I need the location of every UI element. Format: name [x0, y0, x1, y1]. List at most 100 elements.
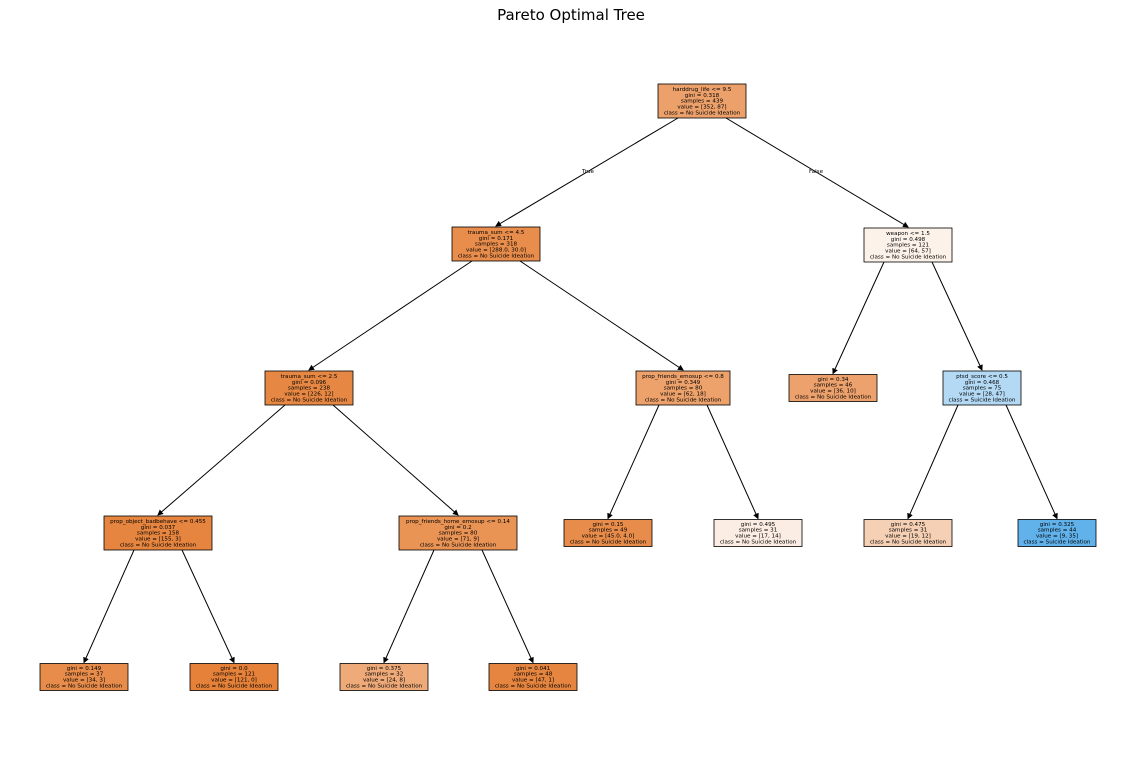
tree-node-line: gini = 0.468	[965, 380, 1000, 386]
tree-node-line: value = [71, 9]	[437, 537, 479, 543]
tree-node-line: gini = 0.349	[666, 380, 701, 386]
tree-node-line: samples = 32	[365, 672, 404, 678]
tree-node-box	[264, 370, 354, 406]
tree-node-line: prop_friends_home_emosup <= 0.14	[406, 519, 510, 525]
tree-node-line: value = [288.0, 30.0]	[466, 248, 526, 254]
tree-node-line: samples = 37	[65, 672, 104, 678]
tree-node-line: samples = 318	[475, 242, 518, 248]
tree-node-box	[398, 515, 518, 551]
tree-node-line: samples = 80	[439, 531, 478, 537]
tree-node-box	[863, 227, 953, 263]
tree-node-line: value = [28, 47]	[959, 392, 1005, 398]
tree-node-line: gini = 0.34	[818, 377, 849, 383]
tree-node-line: gini = 0.495	[741, 522, 776, 528]
tree-node-line: class = No Suicide Ideation	[458, 253, 535, 259]
tree-node-line: gini = 0.318	[685, 93, 720, 99]
tree-edge	[481, 549, 534, 664]
tree-node-line: samples = 121	[887, 243, 930, 249]
tree-node-line: gini = 0.498	[891, 237, 926, 243]
tree-node-box	[39, 663, 129, 691]
tree-node-line: class = No Suicide Ideation	[664, 110, 741, 116]
tree-edge	[725, 117, 909, 228]
tree-node-box	[942, 370, 1022, 406]
tree-node-line: weapon <= 1.5	[886, 231, 930, 237]
tree-node-line: value = [9, 35]	[1036, 534, 1078, 540]
tree-edge	[181, 549, 235, 664]
tree-node-box	[488, 663, 578, 691]
tree-node-line: gini = 0.475	[891, 522, 926, 528]
true-branch-label: True	[581, 169, 594, 175]
tree-node-line: value = [36, 10]	[810, 389, 856, 395]
tree-node-box	[339, 663, 429, 691]
tree-node-line: samples = 31	[739, 528, 778, 534]
tree-node-line: ptsd_score <= 0.5	[956, 374, 1008, 380]
tree-node-line: value = [226, 12]	[284, 392, 333, 398]
tree-node-line: class = No Suicide Ideation	[420, 542, 497, 548]
tree-node-line: gini = 0.149	[67, 666, 102, 672]
tree-node-box	[563, 519, 653, 547]
tree-node-line: gini = 0.375	[367, 666, 402, 672]
tree-node-line: value = [121, 0]	[211, 678, 257, 684]
tree-node-line: value = [62, 18]	[660, 392, 706, 398]
tree-node-line: value = [47, 1]	[512, 678, 554, 684]
tree-node-line: class = No Suicide Ideation	[570, 540, 647, 546]
tree-node-box	[657, 83, 747, 119]
tree-node-line: trauma_sum <= 4.5	[468, 230, 525, 236]
tree-node-line: value = [19, 12]	[885, 534, 931, 540]
tree-node-line: samples = 48	[514, 672, 553, 678]
tree-node-line: gini = 0.096	[292, 380, 327, 386]
tree-edge	[1005, 404, 1058, 520]
tree-node-line: samples = 75	[963, 386, 1002, 392]
tree-node-line: samples = 80	[664, 386, 703, 392]
tree-node-line: gini = 0.171	[479, 236, 514, 242]
tree-node-line: class = No Suicide Ideation	[795, 395, 872, 401]
tree-node-line: gini = 0.15	[593, 522, 624, 528]
tree-node-line: gini = 0.0	[220, 666, 248, 672]
tree-node-line: gini = 0.325	[1040, 522, 1075, 528]
tree-node-line: class = No Suicide Ideation	[495, 684, 572, 690]
tree-node-box	[189, 663, 279, 691]
tree-node-line: value = [24, 8]	[363, 678, 405, 684]
tree-node-line: value = [64, 57]	[885, 249, 931, 255]
tree-node-box	[451, 226, 541, 262]
tree-node-line: class = No Suicide Ideation	[720, 540, 797, 546]
tree-edge	[157, 404, 286, 516]
tree-node-line: samples = 121	[213, 672, 256, 678]
tree-node-line: class = No Suicide Ideation	[120, 542, 197, 548]
tree-node-line: samples = 46	[814, 383, 853, 389]
tree-node-line: value = [155, 3]	[135, 537, 181, 543]
false-branch-label: False	[809, 169, 824, 175]
tree-node-line: class = No Suicide Ideation	[196, 684, 273, 690]
tree-edge	[332, 404, 459, 516]
tree-node-line: class = No Suicide Ideation	[346, 684, 423, 690]
tree-node-line: class = No Suicide Ideation	[870, 254, 947, 260]
tree-node-line: prop_friends_emosup <= 0.8	[642, 374, 724, 380]
tree-edge	[607, 404, 660, 520]
tree-node-line: samples = 31	[889, 528, 928, 534]
tree-node-box	[635, 370, 731, 406]
tree-node-line: gini = 0.2	[444, 525, 471, 531]
tree-node-line: gini = 0.037	[141, 525, 176, 531]
tree-node-box	[1017, 519, 1097, 547]
tree-node-box	[713, 519, 803, 547]
tree-node-line: gini = 0.041	[516, 666, 551, 672]
tree-edge	[832, 261, 885, 375]
tree-node-line: samples = 49	[589, 528, 628, 534]
tree-node-line: harddrug_life <= 9.5	[673, 87, 732, 93]
tree-node-line: class = No Suicide Ideation	[870, 540, 947, 546]
tree-node-line: class = No Suicide Ideation	[271, 397, 348, 403]
